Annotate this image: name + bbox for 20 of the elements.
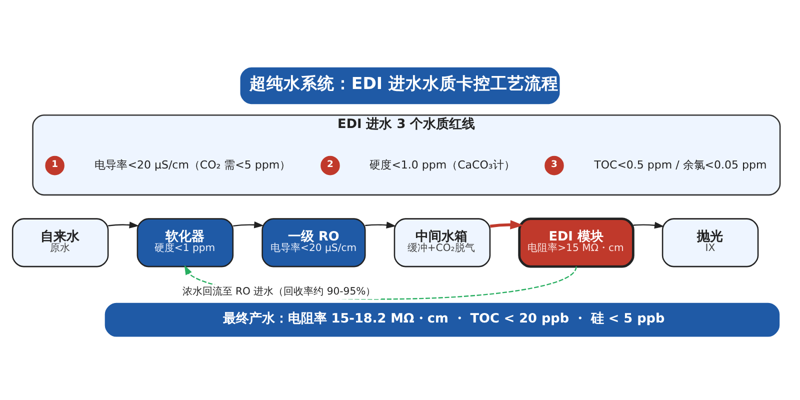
arrow: [233, 221, 264, 228]
node-box: 最终产水：电阻率 15-18.2 MΩ・cm ・ TOC < 20 ppb ・ 硅 < 5 ppb: [104, 302, 780, 337]
node-box: 抛光 IX: [662, 218, 759, 268]
node-box: 一级 RO 电导率<20 µS/cm: [262, 218, 366, 268]
arrow: [365, 222, 396, 228]
node-label: 硬度<1.0 ppm（CaCO₃计）: [370, 158, 515, 172]
arrow: [490, 220, 524, 230]
node-box: 软化器 硬度<1 ppm: [136, 218, 234, 268]
node-box: 自来水 原水: [12, 218, 109, 268]
node-box: 中间水箱 缓冲+CO₂脱气: [394, 218, 491, 268]
node-label: TOC<0.5 ppm / 余氯<0.05 ppm: [594, 158, 767, 172]
arrow: [633, 222, 664, 229]
node-circle: 3: [544, 156, 564, 176]
edge-label: 浓水回流至 RO 进水（回收率约 90-95%）: [182, 286, 376, 298]
node-label: 电导率<20 µS/cm（CO₂ 需<5 ppm）: [94, 158, 291, 172]
diagram-title: 超纯水系统：EDI 进水水质卡控工艺流程: [249, 74, 558, 93]
node-circle: 2: [320, 156, 340, 176]
node-box: EDI 模块 电阻率>15 MΩ・cm: [518, 218, 634, 268]
node-circle: 1: [45, 156, 64, 176]
arrow: [108, 222, 140, 228]
